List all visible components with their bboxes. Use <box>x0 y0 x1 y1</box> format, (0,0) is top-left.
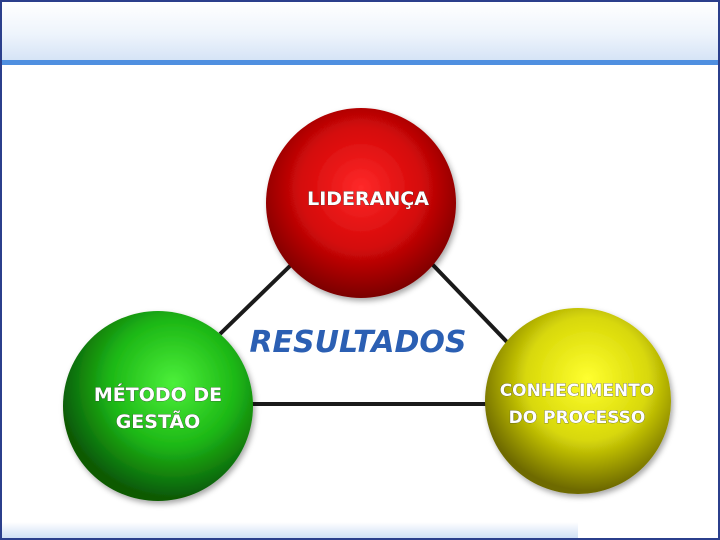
label-lideranca: LIDERANÇA <box>307 188 429 210</box>
label-conhecimento-line2: DO PROCESSO <box>509 408 646 428</box>
edge-lideranca-metodo <box>218 262 294 336</box>
sphere-lideranca <box>266 108 456 298</box>
node-conhecimento: CONHECIMENTO DO PROCESSO <box>485 308 671 494</box>
header-rule <box>2 60 718 65</box>
sphere-metodo <box>63 311 253 501</box>
label-metodo-line2: GESTÃO <box>116 409 201 433</box>
node-metodo: MÉTODO DE GESTÃO <box>63 311 253 501</box>
center-label-resultados: RESULTADOS <box>249 325 466 360</box>
label-metodo-line1: MÉTODO DE <box>94 383 222 406</box>
edge-lideranca-conhecimento <box>430 262 509 344</box>
header-band <box>2 2 718 60</box>
sphere-conhecimento <box>485 308 671 494</box>
node-lideranca: LIDERANÇA <box>266 108 456 298</box>
label-conhecimento-line1: CONHECIMENTO <box>500 381 655 401</box>
footer-band <box>2 522 718 538</box>
